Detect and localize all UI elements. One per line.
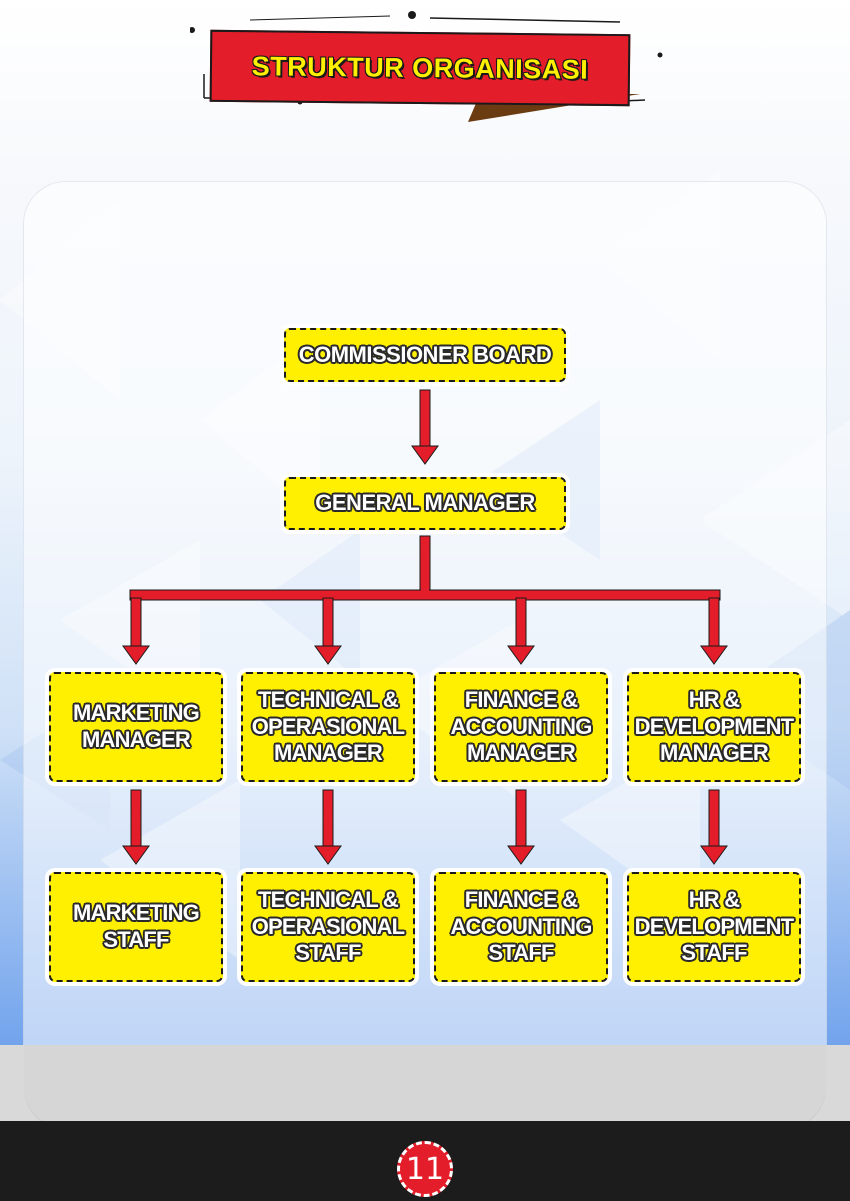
box-hr-development-staff: HR & DEVELOPMENT STAFF — [627, 872, 801, 982]
arrow-to-technical-manager — [314, 597, 342, 665]
box-label: FINANCE & ACCOUNTING STAFF — [450, 886, 592, 966]
arrow-hr-manager-to-staff — [700, 789, 728, 865]
page-number-badge: 11 — [397, 1141, 453, 1197]
box-technical-operasional-staff: TECHNICAL & OPERASIONAL STAFF — [241, 872, 415, 982]
arrow-to-marketing-manager — [122, 597, 150, 665]
box-general-manager: GENERAL MANAGER — [284, 477, 566, 530]
box-commissioner-board: COMMISSIONER BOARD — [284, 328, 566, 382]
box-label: COMMISSIONER BOARD — [298, 341, 552, 367]
arrow-to-finance-manager — [507, 597, 535, 665]
page-number: 11 — [405, 1151, 445, 1187]
box-label: MARKETING MANAGER — [72, 700, 200, 752]
panel-bottom — [24, 1045, 826, 1128]
box-label: FINANCE & ACCOUNTING MANAGER — [450, 686, 592, 766]
arrow-commissioner-to-gm — [411, 389, 439, 465]
branch-gm-to-managers — [129, 535, 721, 601]
arrow-marketing-manager-to-staff — [122, 789, 150, 865]
box-label: HR & DEVELOPMENT STAFF — [634, 886, 794, 966]
box-marketing-manager: MARKETING MANAGER — [49, 672, 223, 782]
box-technical-operasional-manager: TECHNICAL & OPERASIONAL MANAGER — [241, 672, 415, 782]
box-label: MARKETING STAFF — [72, 900, 200, 952]
box-finance-accounting-manager: FINANCE & ACCOUNTING MANAGER — [434, 672, 608, 782]
box-label: TECHNICAL & OPERASIONAL STAFF — [251, 886, 405, 966]
box-finance-accounting-staff: FINANCE & ACCOUNTING STAFF — [434, 872, 608, 982]
box-label: TECHNICAL & OPERASIONAL MANAGER — [251, 686, 405, 766]
arrow-finance-manager-to-staff — [507, 789, 535, 865]
box-marketing-staff: MARKETING STAFF — [49, 872, 223, 982]
box-label: HR & DEVELOPMENT MANAGER — [634, 686, 794, 766]
org-connectors — [122, 389, 728, 865]
arrow-technical-manager-to-staff — [314, 789, 342, 865]
arrow-to-hr-manager — [700, 597, 728, 665]
box-hr-development-manager: HR & DEVELOPMENT MANAGER — [627, 672, 801, 782]
box-label: GENERAL MANAGER — [315, 490, 535, 516]
title-banner: STRUKTUR ORGANISASI — [190, 10, 670, 130]
